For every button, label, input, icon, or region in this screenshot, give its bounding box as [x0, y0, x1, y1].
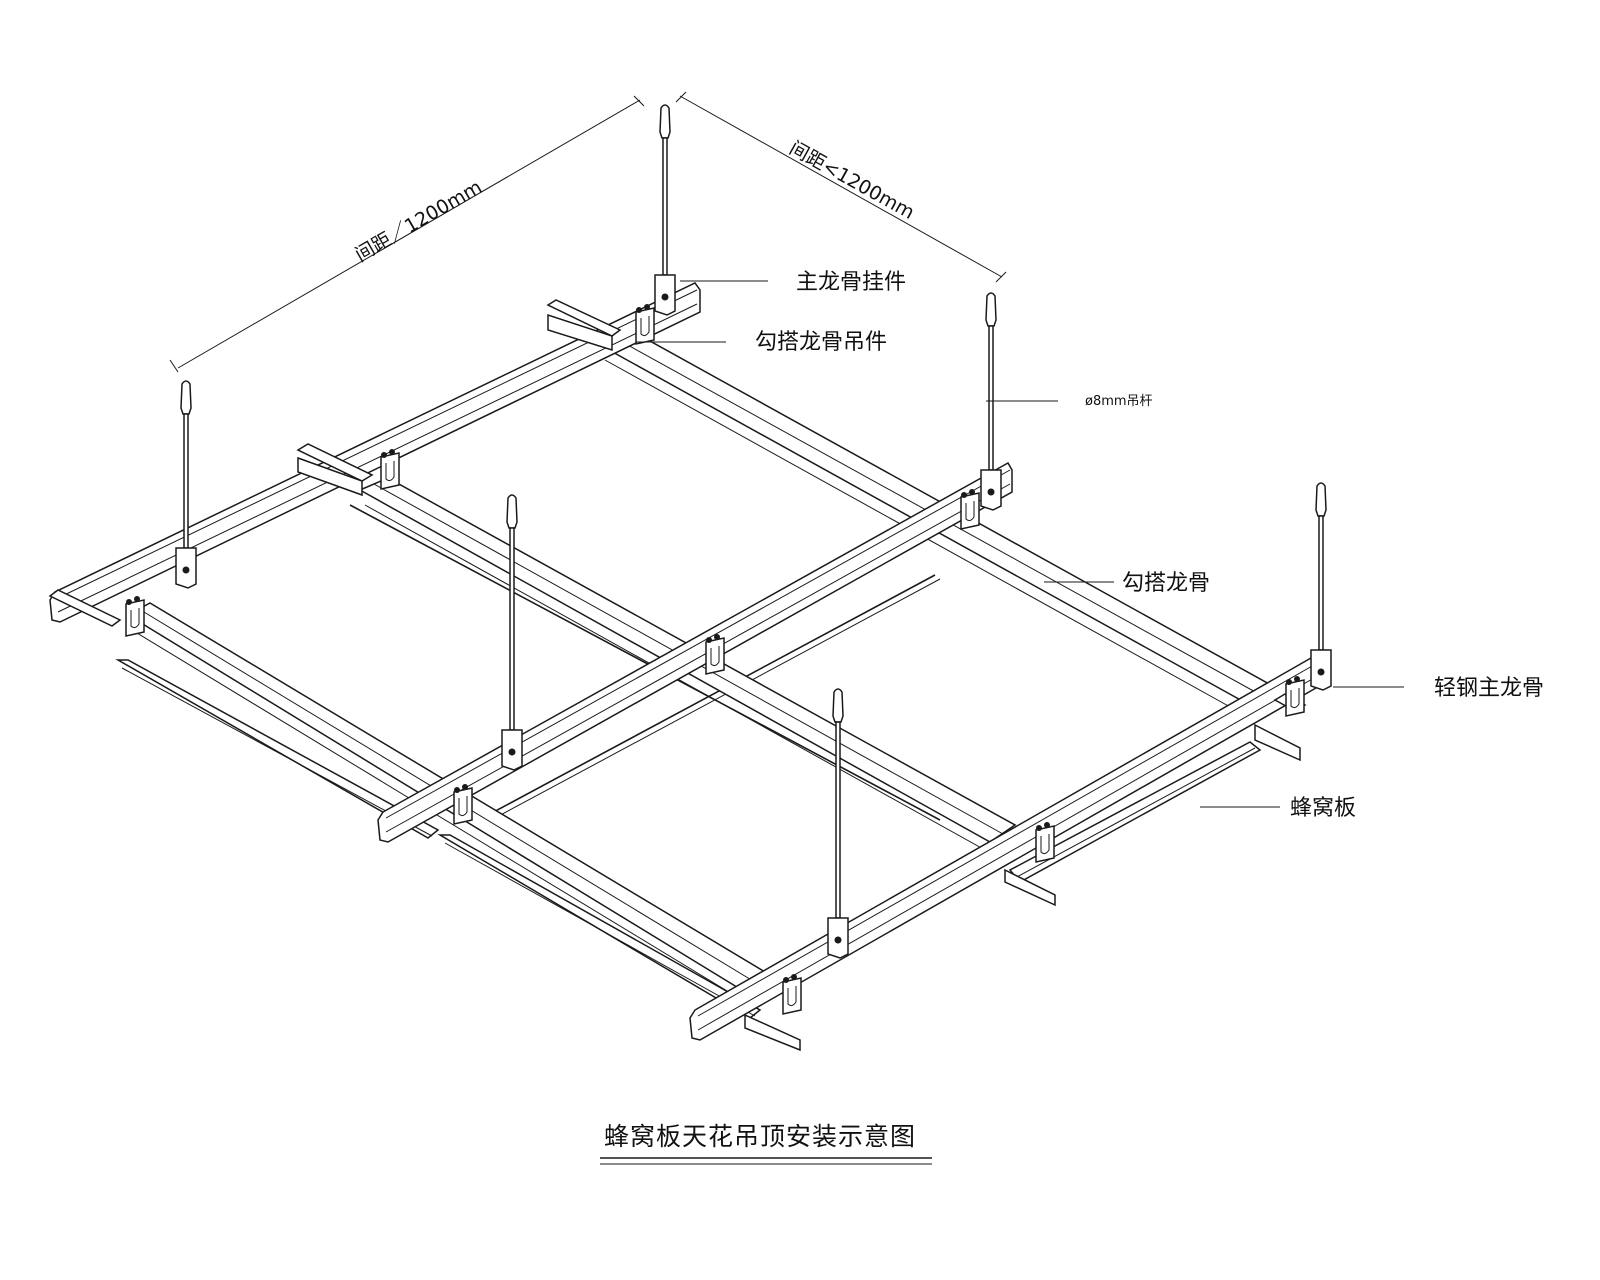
suspension-rod: [175, 380, 197, 589]
hook-clip: [705, 634, 725, 675]
hook-clip: [1285, 676, 1305, 717]
hook-clip: [380, 449, 400, 490]
label-light-steel-main-keel: 轻钢主龙骨: [1434, 676, 1544, 701]
hook-clip-group: [125, 304, 1305, 1015]
suspension-rod: [501, 494, 523, 771]
hook-clip: [1035, 822, 1055, 863]
label-main-keel-hanger: 主龙骨挂件: [796, 270, 906, 295]
suspension-rod: [980, 292, 1002, 511]
dimension-left-label: 间距／1200mm: [352, 176, 486, 266]
dimension-right-label: 间距<1200mm: [786, 137, 918, 224]
diagram-title: 蜂窝板天花吊顶安装示意图: [604, 1122, 916, 1151]
hook-clip: [453, 784, 473, 825]
suspension-rod: [654, 104, 676, 316]
hook-clip: [635, 304, 655, 345]
main-keel-group: [49, 282, 1331, 1041]
label-hook-keel: 勾搭龙骨: [1122, 571, 1210, 596]
label-rod: ø8mm吊杆: [1085, 394, 1153, 409]
hook-clip: [125, 596, 145, 637]
rod-hanger-group: [175, 104, 1332, 959]
label-hook-keel-hanger: 勾搭龙骨吊件: [755, 330, 887, 355]
hook-clip: [782, 974, 802, 1015]
honeycomb-panel-edges: [115, 504, 1262, 1019]
hook-clip: [960, 489, 980, 530]
leader-lines: [636, 280, 1404, 808]
suspension-rod: [1310, 482, 1332, 691]
suspension-rod: [827, 688, 849, 959]
label-honeycomb-panel: 蜂窝板: [1290, 796, 1356, 821]
